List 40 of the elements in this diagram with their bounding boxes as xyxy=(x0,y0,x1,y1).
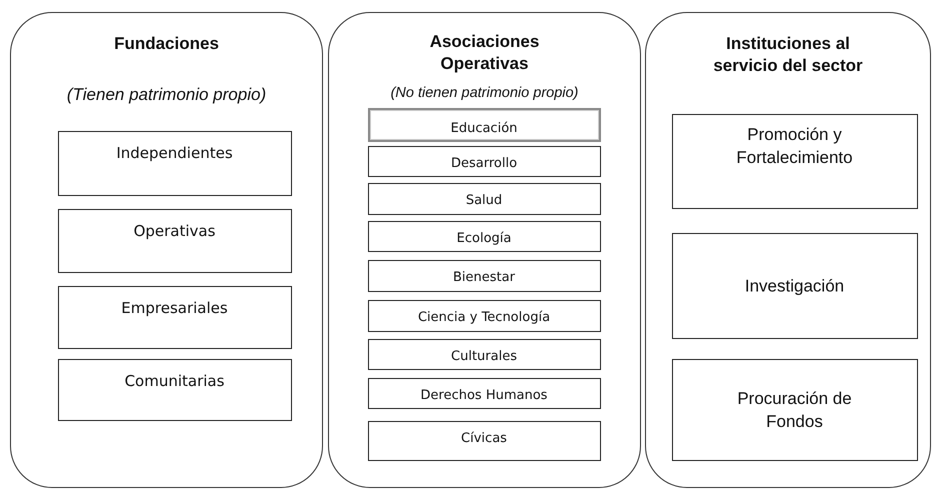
category-box xyxy=(368,420,600,460)
category-box xyxy=(368,108,600,142)
category-label: Salud xyxy=(464,192,504,210)
category-box xyxy=(368,220,600,252)
category-box xyxy=(368,378,600,408)
panel-subtitle: (No tienen patrimonio propio) xyxy=(390,84,580,103)
category-label: Promoción y Fortalecimiento xyxy=(735,124,854,168)
category-panel xyxy=(10,12,323,488)
category-label: Desarrollo xyxy=(450,154,518,172)
category-box xyxy=(368,338,600,370)
category-box xyxy=(58,208,292,272)
category-label: Culturales xyxy=(450,348,518,366)
category-label: Derechos Humanos xyxy=(420,386,548,404)
category-label: Independientes xyxy=(115,142,234,164)
category-label: Bienestar xyxy=(452,268,516,286)
panel-subtitle: (Tienen patrimonio propio) xyxy=(66,85,268,105)
category-label: Educación xyxy=(450,120,518,138)
category-label: Investigación xyxy=(744,275,846,297)
category-panel xyxy=(328,12,641,488)
category-panel xyxy=(645,12,931,488)
category-box xyxy=(368,182,600,214)
category-label: Empresariales xyxy=(120,298,229,318)
category-box xyxy=(58,130,292,196)
category-box xyxy=(672,358,918,460)
panel-heading: Fundaciones xyxy=(113,33,220,55)
category-label: Cívicas xyxy=(460,430,508,448)
category-box xyxy=(672,114,918,208)
category-box xyxy=(672,232,918,338)
category-box xyxy=(368,260,600,292)
panel-heading: Asociaciones Operativas xyxy=(428,31,540,75)
category-box xyxy=(368,300,600,332)
category-box xyxy=(368,146,600,176)
category-label: Ciencia y Tecnología xyxy=(416,308,552,326)
category-label: Operativas xyxy=(132,220,216,242)
panel-heading: Instituciones al servicio del sector xyxy=(712,33,864,77)
category-label: Ecología xyxy=(456,230,512,248)
category-box xyxy=(58,286,292,348)
category-box xyxy=(58,358,292,420)
category-label: Procuración de Fondos xyxy=(736,388,853,432)
category-label: Comunitarias xyxy=(124,370,226,392)
